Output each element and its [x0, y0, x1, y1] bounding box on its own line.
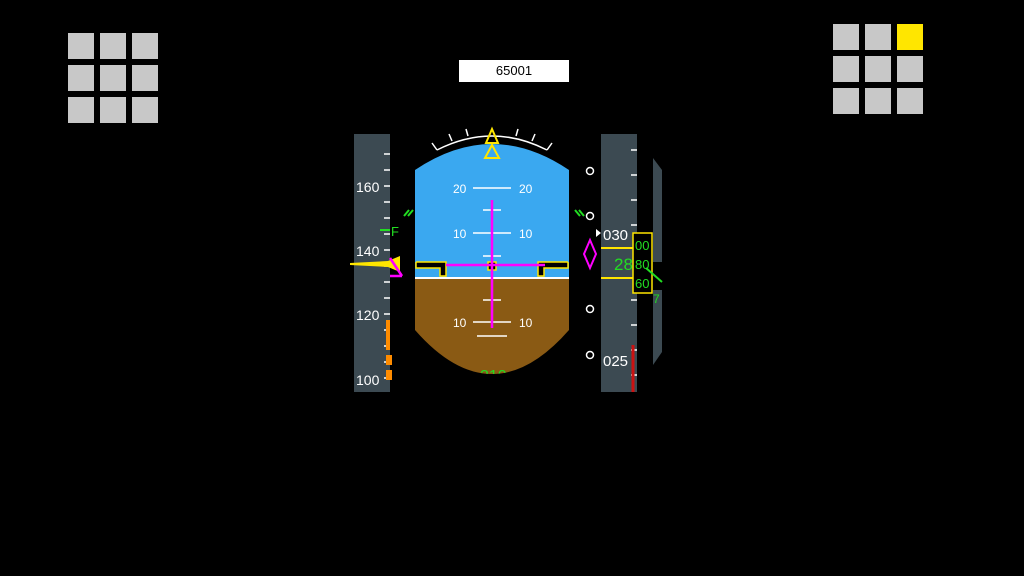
pitch-label-10-left: 10 [453, 227, 467, 241]
grid-tile[interactable] [865, 24, 891, 50]
bank-pointer [483, 142, 501, 159]
vertical-speed-needle [645, 267, 663, 283]
altitude-readout-main: 28 [614, 255, 633, 274]
speed-label-140: 140 [356, 243, 380, 259]
heading-readout: 310 [480, 368, 507, 385]
right-control-grid [833, 24, 923, 114]
grid-tile[interactable] [132, 65, 158, 91]
bank-limit-marks [403, 209, 585, 217]
pitch-label-10-right: 10 [519, 227, 533, 241]
grid-tile[interactable] [897, 88, 923, 114]
roll-scale [431, 126, 553, 159]
pitch-label-20-left: 20 [453, 182, 467, 196]
speed-label-160: 160 [356, 179, 380, 195]
pitch-label-minus10-left: 10 [453, 316, 467, 330]
grid-tile[interactable] [833, 24, 859, 50]
pitch-label-minus10-right: 10 [519, 316, 533, 330]
target-speed-marker [388, 257, 404, 277]
vertical-speed-indicator: 7 [645, 158, 663, 365]
speed-trend-bar [386, 320, 390, 350]
vls-marker [386, 355, 392, 365]
altitude-drum-box [632, 232, 653, 294]
altitude-label-025: 025 [603, 353, 628, 370]
altitude-tape-pointer [596, 229, 601, 237]
grid-tile[interactable] [132, 97, 158, 123]
grid-tile[interactable] [833, 88, 859, 114]
grid-tile[interactable] [833, 56, 859, 82]
alpha-prot-marker [386, 370, 392, 380]
speed-label-120: 120 [356, 307, 380, 323]
altitude-tape-background [601, 134, 637, 392]
grid-tile[interactable] [132, 33, 158, 59]
grid-tile[interactable] [68, 65, 94, 91]
grid-tile-active[interactable] [897, 24, 923, 50]
speed-tape: 160 140 120 100 F [350, 134, 404, 392]
glideslope-dots [585, 166, 595, 360]
grid-tile[interactable] [865, 56, 891, 82]
grid-tile[interactable] [865, 88, 891, 114]
altitude-tape: 030 025 28 00 80 60 [596, 134, 653, 392]
flap-marker-label: F [391, 224, 399, 239]
left-control-grid [68, 33, 158, 123]
current-speed-pointer [350, 256, 400, 272]
primary-flight-display: 160 140 120 100 F 20 20 10 10 10 10 310 [350, 126, 663, 392]
grid-tile[interactable] [68, 33, 94, 59]
altitude-drum-upper: 00 [635, 238, 649, 253]
grid-tile[interactable] [100, 97, 126, 123]
vertical-speed-value: 7 [653, 292, 660, 306]
glideslope-diamond [582, 237, 598, 271]
pitch-label-20-right: 20 [519, 182, 533, 196]
grid-tile[interactable] [897, 56, 923, 82]
altitude-label-030: 030 [603, 227, 628, 244]
grid-tile[interactable] [100, 33, 126, 59]
speed-label-100: 100 [356, 372, 380, 388]
altitude-drum-lower: 60 [635, 276, 649, 291]
grid-tile[interactable] [100, 65, 126, 91]
grid-tile[interactable] [68, 97, 94, 123]
identifier-box: 65001 [459, 60, 569, 82]
